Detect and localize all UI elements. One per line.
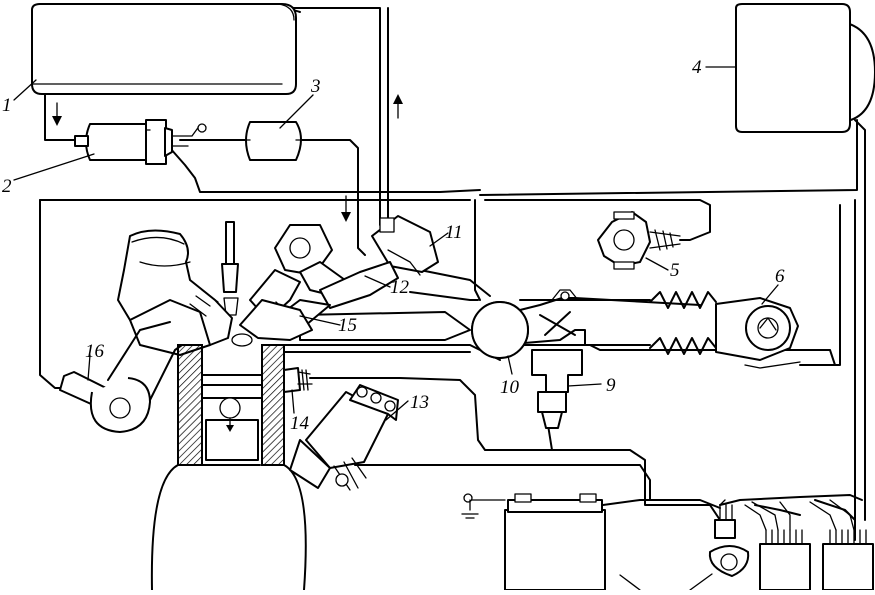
callout-1: 1 <box>2 95 12 116</box>
callout-10: 10 <box>500 377 520 398</box>
callout-4: 4 <box>692 57 702 78</box>
fuel-filter <box>239 121 309 161</box>
callout-13: 13 <box>410 392 429 413</box>
return-line-arrow-up <box>393 94 403 119</box>
oxygen-sensor <box>59 371 151 433</box>
supply-line-arrow-down <box>341 195 351 222</box>
cold-start-valve <box>531 349 583 429</box>
throttle-switch <box>597 211 681 270</box>
battery <box>461 493 606 591</box>
intake-duct <box>519 289 651 346</box>
cylinder-head <box>117 229 313 356</box>
temperature-sensor <box>283 367 313 393</box>
flow-arrow-down-1 <box>52 102 62 126</box>
callout-15: 15 <box>338 315 357 336</box>
callout-12: 12 <box>390 277 410 298</box>
callout-14: 14 <box>290 413 310 434</box>
control-unit <box>735 3 875 133</box>
relay-block <box>708 499 874 591</box>
spark-plug-top <box>221 221 239 316</box>
callout-9: 9 <box>606 375 616 396</box>
intake-plenum <box>299 301 529 359</box>
fuel-pump <box>74 119 207 165</box>
engine-block <box>150 344 307 591</box>
callout-labels: 1 2 3 4 5 6 9 10 11 12 13 14 15 16 <box>2 57 785 434</box>
callout-5: 5 <box>670 260 680 281</box>
callout-6: 6 <box>775 266 785 287</box>
distributor <box>289 384 399 491</box>
callout-3: 3 <box>310 76 321 97</box>
callout-11: 11 <box>445 222 463 243</box>
callout-16: 16 <box>85 341 105 362</box>
callout-leaders <box>13 66 779 591</box>
callout-2: 2 <box>2 176 12 197</box>
fuel-tank <box>31 3 297 95</box>
harness-and-lines <box>39 6 866 541</box>
